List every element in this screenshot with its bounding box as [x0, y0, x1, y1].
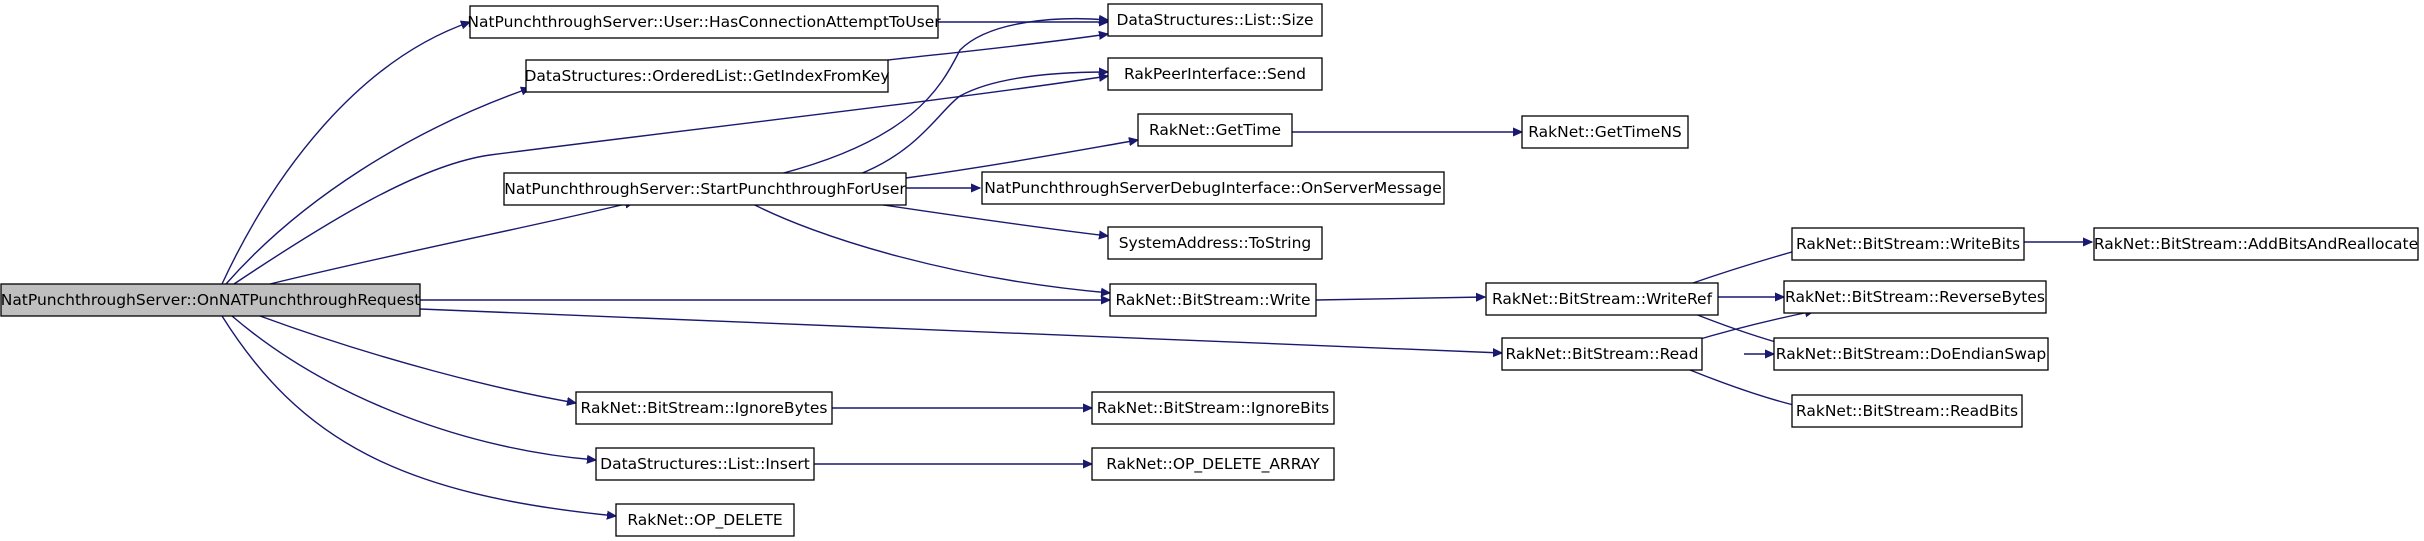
edge-getindex-to-listsize — [887, 34, 1108, 61]
node-listsize[interactable]: DataStructures::List::Size — [1107, 3, 1323, 37]
node-listsize-label: DataStructures::List::Size — [1117, 11, 1314, 29]
node-ignorebits[interactable]: RakNet::BitStream::IgnoreBits — [1091, 391, 1335, 425]
node-onservermsg[interactable]: NatPunchthroughServerDebugInterface::OnS… — [981, 171, 1445, 205]
node-ignorebits-label: RakNet::BitStream::IgnoreBits — [1097, 399, 1329, 417]
edge-root-to-hasconn — [221, 22, 470, 285]
edge-startpunch-to-write — [744, 199, 1110, 293]
node-send-label: RakPeerInterface::Send — [1124, 65, 1306, 83]
node-insert[interactable]: DataStructures::List::Insert — [595, 447, 815, 481]
node-gettimens[interactable]: RakNet::GetTimeNS — [1521, 115, 1689, 149]
edge-layer — [221, 19, 2092, 516]
node-reversebytes-label: RakNet::BitStream::ReverseBytes — [1785, 288, 2045, 306]
edge-read-to-reversebytes — [1689, 311, 1814, 343]
node-root[interactable]: NatPunchthroughServer::OnNATPunchthrough… — [0, 283, 421, 317]
edge-root-to-startpunch — [269, 202, 634, 285]
node-readbits[interactable]: RakNet::BitStream::ReadBits — [1791, 394, 2023, 428]
node-opdeletearray-label: RakNet::OP_DELETE_ARRAY — [1106, 455, 1320, 474]
node-readbits-label: RakNet::BitStream::ReadBits — [1796, 402, 2018, 420]
edge-startpunch-to-send — [859, 72, 1108, 175]
edge-startpunch-to-gettime — [905, 140, 1138, 179]
edge-read-to-readbits — [1689, 369, 1806, 408]
node-writebits[interactable]: RakNet::BitStream::WriteBits — [1791, 227, 2025, 261]
node-doendianswap-label: RakNet::BitStream::DoEndianSwap — [1776, 345, 2046, 363]
node-writebits-label: RakNet::BitStream::WriteBits — [1796, 235, 2020, 253]
node-gettime-label: RakNet::GetTime — [1149, 121, 1281, 139]
node-reversebytes[interactable]: RakNet::BitStream::ReverseBytes — [1783, 280, 2047, 314]
node-addbits[interactable]: RakNet::BitStream::AddBitsAndReallocate — [2093, 227, 2419, 261]
node-tostring[interactable]: SystemAddress::ToString — [1107, 226, 1323, 260]
edge-startpunch-to-listsize — [779, 19, 1108, 175]
node-layer: NatPunchthroughServer::OnNATPunchthrough… — [0, 3, 2419, 537]
node-addbits-label: RakNet::BitStream::AddBitsAndReallocate — [2094, 235, 2418, 253]
node-ignorebytes-label: RakNet::BitStream::IgnoreBytes — [581, 399, 828, 417]
edge-root-to-ignorebytes — [259, 315, 576, 403]
edge-writeref-to-writebits — [1689, 248, 1806, 285]
node-writeref[interactable]: RakNet::BitStream::WriteRef — [1485, 282, 1719, 316]
node-read-label: RakNet::BitStream::Read — [1505, 345, 1698, 363]
node-startpunch[interactable]: NatPunchthroughServer::StartPunchthrough… — [503, 172, 907, 206]
node-startpunch-label: NatPunchthroughServer::StartPunchthrough… — [504, 180, 906, 198]
node-getindex[interactable]: DataStructures::OrderedList::GetIndexFro… — [524, 59, 890, 93]
edge-root-to-insert — [231, 315, 596, 460]
node-opdelete-label: RakNet::OP_DELETE — [627, 511, 782, 530]
node-insert-label: DataStructures::List::Insert — [600, 455, 810, 473]
node-writeref-label: RakNet::BitStream::WriteRef — [1492, 290, 1713, 308]
edge-root-to-read — [419, 308, 1502, 353]
node-ignorebytes[interactable]: RakNet::BitStream::IgnoreBytes — [575, 391, 833, 425]
edge-root-to-getindex — [225, 88, 530, 285]
node-getindex-label: DataStructures::OrderedList::GetIndexFro… — [524, 67, 889, 85]
node-opdelete[interactable]: RakNet::OP_DELETE — [615, 503, 795, 537]
node-hasconn[interactable]: NatPunchthroughServer::User::HasConnecti… — [467, 5, 941, 39]
node-write[interactable]: RakNet::BitStream::Write — [1109, 283, 1317, 317]
node-onservermsg-label: NatPunchthroughServerDebugInterface::OnS… — [984, 179, 1442, 197]
node-gettime[interactable]: RakNet::GetTime — [1137, 113, 1293, 147]
node-doendianswap[interactable]: RakNet::BitStream::DoEndianSwap — [1773, 337, 2049, 371]
node-send[interactable]: RakPeerInterface::Send — [1107, 57, 1323, 91]
node-root-label: NatPunchthroughServer::OnNATPunchthrough… — [1, 291, 421, 309]
edge-root-to-opdelete — [221, 315, 616, 516]
node-write-label: RakNet::BitStream::Write — [1115, 291, 1310, 309]
node-read[interactable]: RakNet::BitStream::Read — [1501, 337, 1703, 371]
node-gettimens-label: RakNet::GetTimeNS — [1528, 123, 1682, 141]
node-hasconn-label: NatPunchthroughServer::User::HasConnecti… — [467, 13, 941, 31]
node-tostring-label: SystemAddress::ToString — [1119, 234, 1312, 252]
node-opdeletearray[interactable]: RakNet::OP_DELETE_ARRAY — [1091, 447, 1335, 481]
edge-write-to-writeref — [1315, 297, 1485, 300]
